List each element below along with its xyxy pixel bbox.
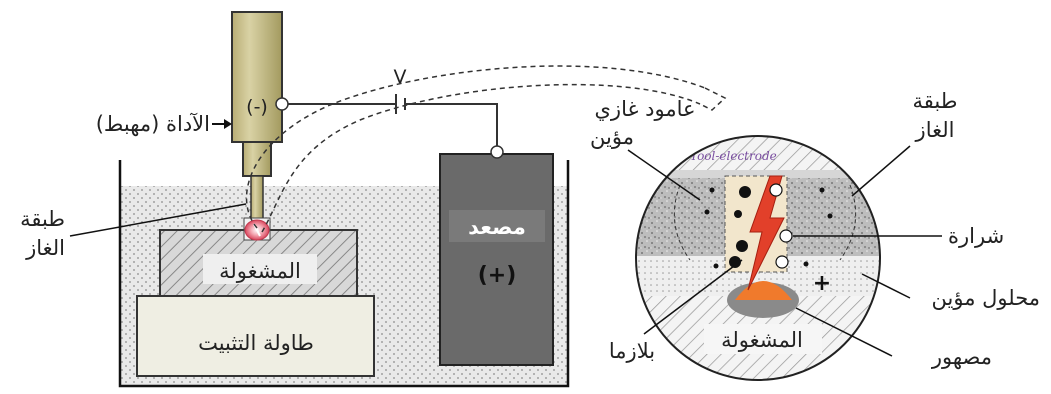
anode: مصعد (+) xyxy=(439,145,554,366)
tool-label: الآداة (مهبط) xyxy=(96,112,210,136)
workpiece-zoom-label: المشغولة xyxy=(721,328,803,352)
tool-electrode: (-) xyxy=(231,11,289,221)
gas-layer-left-pointer xyxy=(69,203,247,237)
gas-layer-right-label-2: الغاز xyxy=(915,118,955,142)
workpiece-label: المشغولة xyxy=(219,259,301,283)
zoom-circle: Tool-electrode − + المشغولة xyxy=(635,123,881,381)
anode-label: مصعد xyxy=(468,215,526,239)
ionized-gas-pointer xyxy=(627,149,701,201)
zoom-line-upper xyxy=(245,65,706,229)
tool-sign: (-) xyxy=(246,96,268,118)
gas-layer-left-label-2: الغاز xyxy=(25,236,65,260)
molten-pointer xyxy=(795,307,893,357)
gas-layer-right-pointer xyxy=(851,145,911,197)
workpiece: المشغولة xyxy=(159,229,358,297)
tool-terminal xyxy=(275,97,289,111)
molten-label: مصهور xyxy=(931,345,992,369)
spark-glow xyxy=(243,217,271,241)
circuit-wires: V xyxy=(288,66,498,146)
plasma-pointer xyxy=(643,259,743,335)
voltage-label: V xyxy=(394,66,407,88)
tool-electrode-label: Tool-electrode xyxy=(690,149,777,163)
gas-layer-right-label-1: طبقة xyxy=(913,89,958,113)
ionized-gas-label-1: عامود غازي xyxy=(594,97,695,121)
ionized-solution-label: محلول مؤين xyxy=(932,286,1040,310)
zoom-arrowhead xyxy=(699,87,727,111)
spark-label: شرارة xyxy=(948,224,1004,248)
ionized-gas-label-2: مؤين xyxy=(590,125,634,149)
tool-arrowhead xyxy=(224,119,232,129)
anode-terminal xyxy=(490,145,504,159)
plus-sign: + xyxy=(813,271,831,296)
plasma-label: بلازما xyxy=(609,339,655,363)
zoom-line-lower xyxy=(261,83,701,233)
gas-layer-left-label-1: طبقة xyxy=(20,207,65,231)
fixture-table-label: طاولة التثبيت xyxy=(198,331,314,355)
fixture-table: طاولة التثبيت xyxy=(136,295,375,377)
minus-sign: − xyxy=(746,123,764,148)
ionized-solution-pointer xyxy=(861,273,911,299)
anode-sign: (+) xyxy=(478,263,517,288)
